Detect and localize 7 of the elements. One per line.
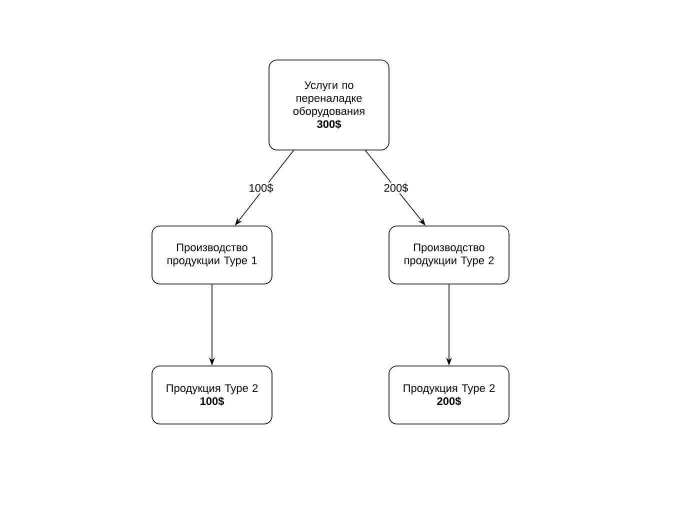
process-box: Продукция Type 2 200$ [388,366,510,424]
process-box: Производство продукции Type 2 [388,226,510,284]
process-box: Производство продукции Type 1 [152,226,272,284]
edge-label: 100$ [248,182,274,194]
process-box: Услуги по переналадке оборудования 300$ [268,60,390,150]
process-box: Продукция Type 2 100$ [152,366,272,424]
edge-label: 200$ [382,182,410,194]
